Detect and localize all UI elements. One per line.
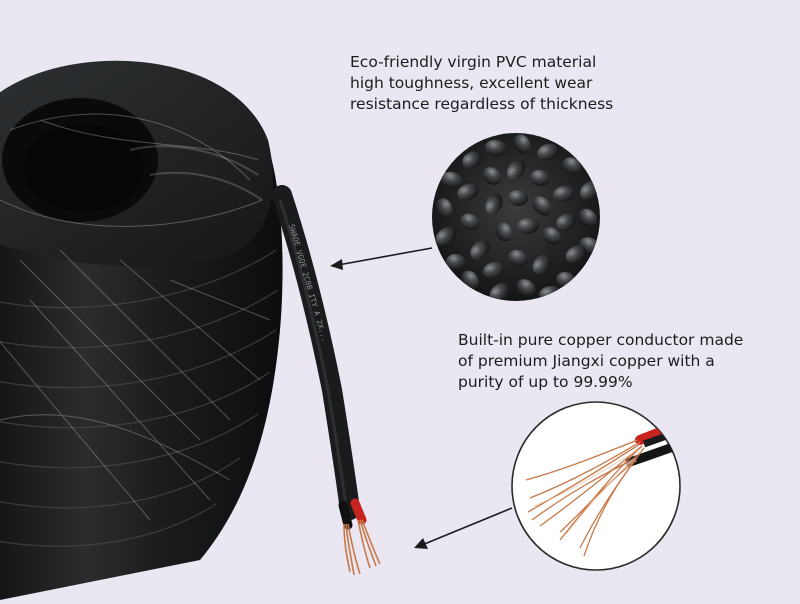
pvc-caption-line: Eco-friendly virgin PVC material	[350, 53, 597, 71]
pvc-caption-line: resistance regardless of thickness	[350, 95, 614, 113]
copper-caption-line: purity of up to 99.99%	[458, 373, 633, 391]
cable-coil	[0, 60, 283, 600]
arrow-to-conductor	[414, 507, 513, 549]
loose-cable	[272, 185, 381, 576]
arrow-to-jacket	[330, 247, 433, 270]
pvc-pellets-closeup	[432, 133, 600, 301]
pvc-caption: Eco-friendly virgin PVC material high to…	[350, 52, 613, 115]
copper-caption-line: of premium Jiangxi copper with a	[458, 352, 715, 370]
copper-caption-line: Built-in pure copper conductor made	[458, 331, 744, 349]
pvc-caption-line: high toughness, excellent wear	[350, 74, 593, 92]
copper-wire-closeup	[511, 401, 681, 571]
copper-caption: Built-in pure copper conductor made of p…	[458, 330, 743, 393]
